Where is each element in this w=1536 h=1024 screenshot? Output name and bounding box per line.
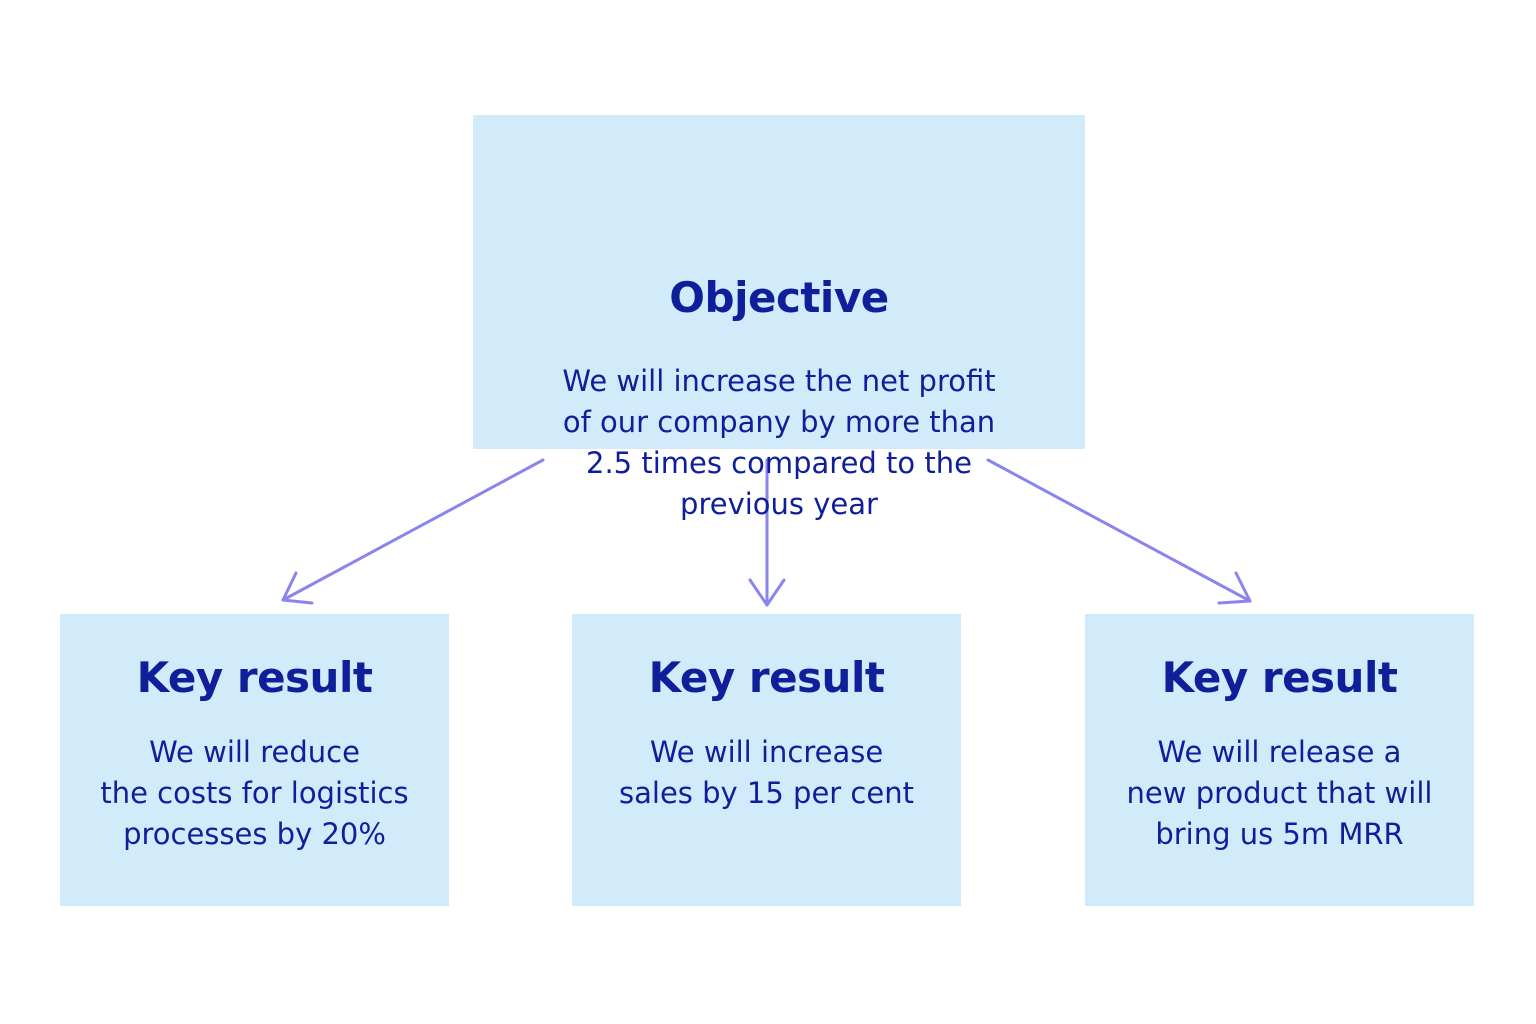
key-result-text: We will release a new product that will …	[1126, 735, 1433, 851]
objective-text: We will increase the net profit of our c…	[562, 364, 996, 521]
key-result-text: We will reduce the costs for logistics p…	[100, 735, 409, 851]
key-result-title: Key result	[648, 653, 885, 702]
arrowhead-left-icon	[281, 571, 314, 605]
arrowhead-right-icon	[1217, 571, 1252, 605]
key-result-text: We will increase sales by 15 per cent	[619, 735, 914, 810]
key-result-title: Key result	[136, 653, 373, 702]
arrowhead-down-icon	[748, 578, 786, 607]
arrow-to-key-result-1	[281, 458, 545, 602]
key-result-title: Key result	[1161, 653, 1398, 702]
key-result-box-1: Key result We will reduce the costs for …	[60, 614, 449, 906]
objective-box: Objective We will increase the net profi…	[473, 115, 1085, 521]
key-result-box-2: Key result We will increase sales by 15 …	[572, 614, 961, 906]
arrow-to-key-result-3	[986, 458, 1252, 603]
key-result-box-3: Key result We will release a new product…	[1085, 614, 1474, 906]
objective-title: Objective	[669, 273, 889, 322]
